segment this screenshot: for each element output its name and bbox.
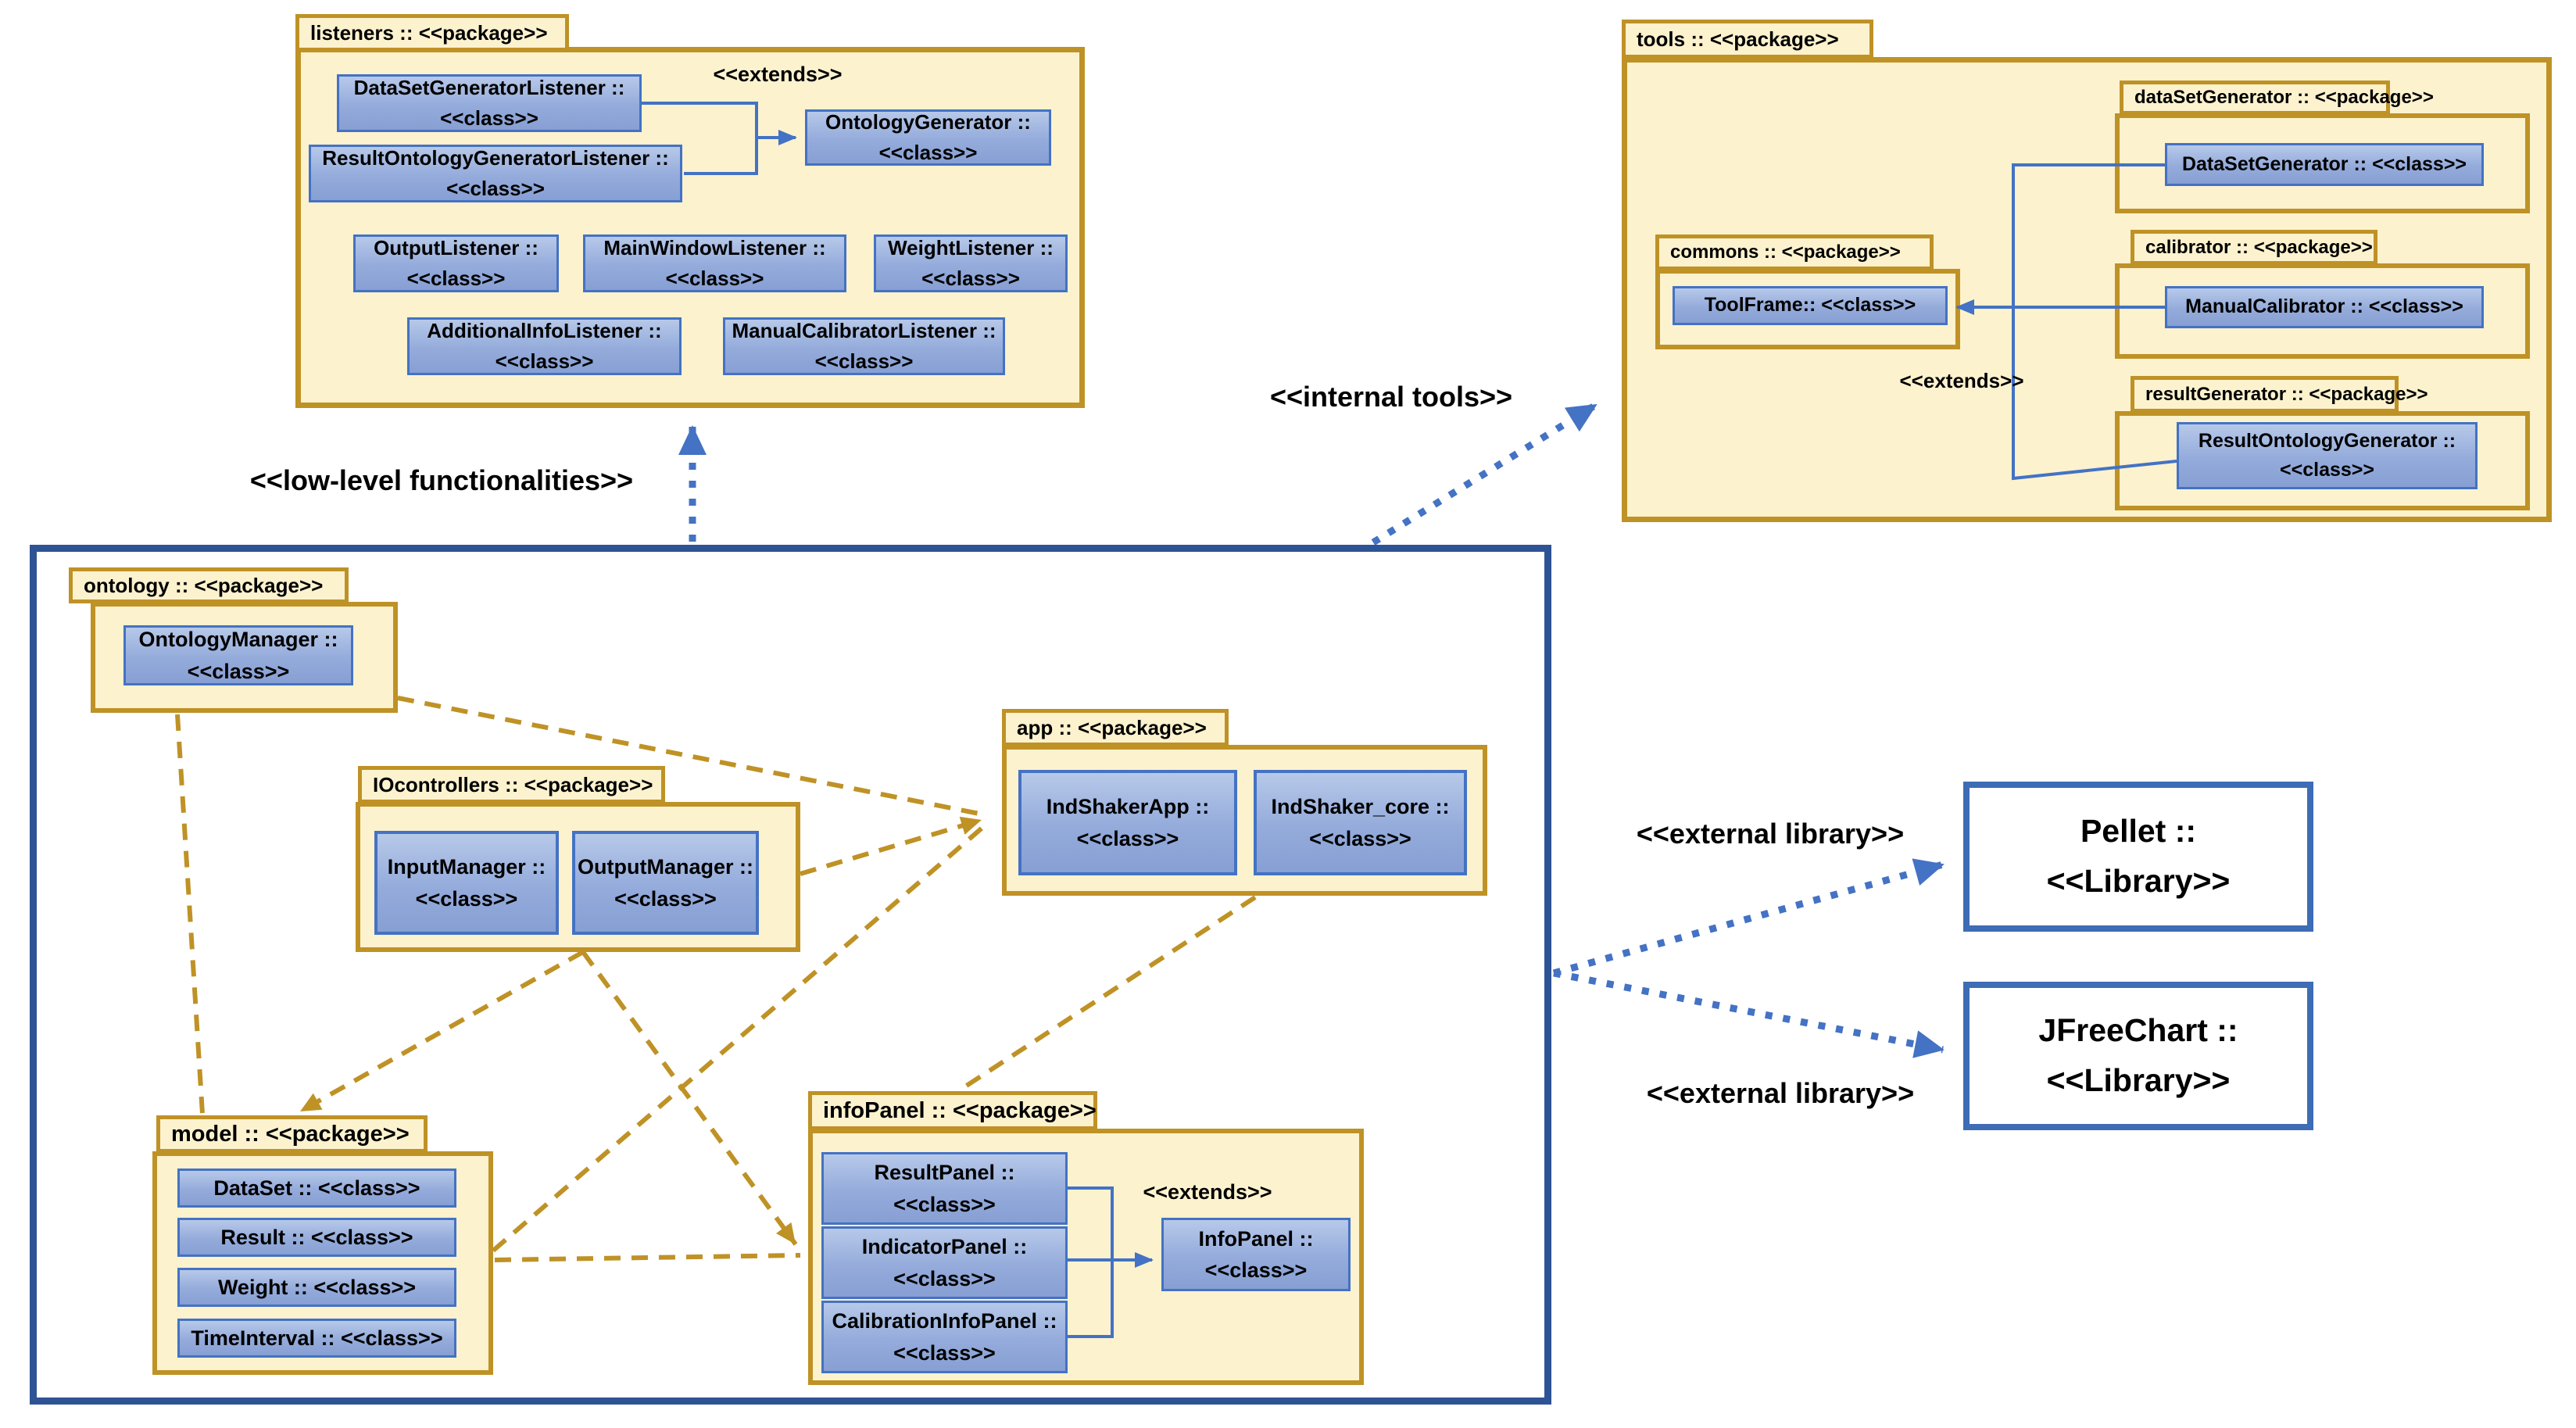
dep-iocontrollers-to-app bbox=[800, 816, 982, 876]
package-iocontrollers-title: IOcontrollers :: <<package>> bbox=[358, 766, 665, 803]
class-outputmanager: OutputManager :: <<class>> bbox=[572, 831, 759, 935]
class-datasetgeneratorlistener: DataSetGeneratorListener :: <<class>> bbox=[337, 74, 642, 132]
label-external-library-top: <<external library>> bbox=[1636, 818, 1905, 850]
class-calibrationinfopanel: CalibrationInfoPanel :: <<class>> bbox=[821, 1301, 1068, 1373]
dep-app-to-infopanel bbox=[959, 895, 1257, 1092]
class-infopanel: InfoPanel :: <<class>> bbox=[1161, 1218, 1351, 1291]
class-indshakerapp: IndShakerApp :: <<class>> bbox=[1018, 770, 1237, 875]
class-additionalinfolistener: AdditionalInfoListener :: <<class>> bbox=[407, 317, 682, 375]
package-model-title: model :: <<package>> bbox=[156, 1115, 428, 1153]
class-timeinterval: TimeInterval :: <<class>> bbox=[177, 1319, 456, 1358]
class-ontologygenerator: OntologyGenerator :: <<class>> bbox=[805, 109, 1051, 166]
class-dataset: DataSet :: <<class>> bbox=[177, 1169, 456, 1208]
label-internal-tools: <<internal tools>> bbox=[1269, 381, 1513, 413]
class-indshakercore: IndShaker_core :: <<class>> bbox=[1254, 770, 1467, 875]
class-outputlistener: OutputListener :: <<class>> bbox=[353, 234, 559, 292]
arrow-main-to-tools bbox=[1371, 402, 1598, 546]
label-extends-listeners: <<extends>> bbox=[713, 63, 843, 86]
class-mainwindowlistener: MainWindowListener :: <<class>> bbox=[583, 234, 846, 292]
package-resultgenerator-title: resultGenerator :: <<package>> bbox=[2131, 376, 2428, 413]
package-infopanel-title: infoPanel :: <<package>> bbox=[808, 1091, 1097, 1130]
library-pellet: Pellet :: <<Library>> bbox=[1963, 782, 2313, 932]
package-tools-title: tools :: <<package>> bbox=[1622, 20, 1873, 59]
class-datasetgenerator: DataSetGenerator :: <<class>> bbox=[2165, 143, 2484, 186]
class-resultpanel: ResultPanel :: <<class>> bbox=[821, 1152, 1068, 1225]
class-toolframe: ToolFrame:: <<class>> bbox=[1673, 286, 1948, 325]
class-resultontologygenerator: ResultOntologyGenerator :: <<class>> bbox=[2177, 422, 2478, 489]
extends-infopanel-to-infopanel bbox=[1068, 1186, 1152, 1338]
package-listeners-title-text: listeners :: <<package>> bbox=[310, 20, 548, 45]
package-app-title: app :: <<package>> bbox=[1002, 709, 1229, 746]
label-extends-infopanel: <<extends>> bbox=[1143, 1180, 1272, 1204]
class-manualcalibrator: ManualCalibrator :: <<class>> bbox=[2165, 286, 2484, 328]
class-result: Result :: <<class>> bbox=[177, 1218, 456, 1257]
package-listeners-title: listeners :: <<package>> bbox=[295, 14, 569, 52]
class-weight: Weight :: <<class>> bbox=[177, 1268, 456, 1307]
dep-ontology-to-app bbox=[397, 696, 984, 817]
library-jfreechart: JFreeChart :: <<Library>> bbox=[1963, 982, 2313, 1130]
package-calibrator-title: calibrator :: <<package>> bbox=[2131, 230, 2377, 265]
class-indicatorpanel: IndicatorPanel :: <<class>> bbox=[821, 1226, 1068, 1299]
class-inputmanager: InputManager :: <<class>> bbox=[374, 831, 559, 935]
extends-listeners-to-ontologygenerator bbox=[642, 102, 796, 175]
main-application-box bbox=[30, 545, 1551, 1405]
label-external-library-bottom: <<external library>> bbox=[1646, 1077, 1915, 1109]
class-resultontologygeneratorlistener: ResultOntologyGeneratorListener :: <<cla… bbox=[309, 145, 682, 202]
arrow-main-to-jfreechart bbox=[1553, 969, 1945, 1058]
dep-model-to-infopanel bbox=[494, 1253, 801, 1262]
arrow-main-to-pellet bbox=[1552, 858, 1945, 977]
class-weightlistener: WeightListener :: <<class>> bbox=[874, 234, 1068, 292]
package-commons-title: commons :: <<package>> bbox=[1655, 234, 1934, 270]
label-low-level-functionalities: <<low-level functionalities>> bbox=[249, 464, 634, 496]
label-extends-tools: <<extends>> bbox=[1899, 369, 2024, 392]
dep-ontology-to-model bbox=[175, 714, 205, 1115]
class-manualcalibratorlistener: ManualCalibratorListener :: <<class>> bbox=[723, 317, 1005, 375]
package-ontology-title: ontology :: <<package>> bbox=[69, 567, 349, 603]
dep-iocontrollers-to-infopanel bbox=[581, 950, 798, 1246]
class-ontologymanager: OntologyManager :: <<class>> bbox=[123, 625, 353, 685]
extends-tools-to-toolframe bbox=[1957, 163, 2177, 481]
package-datasetgenerator-title: dataSetGenerator :: <<package>> bbox=[2120, 81, 2434, 115]
